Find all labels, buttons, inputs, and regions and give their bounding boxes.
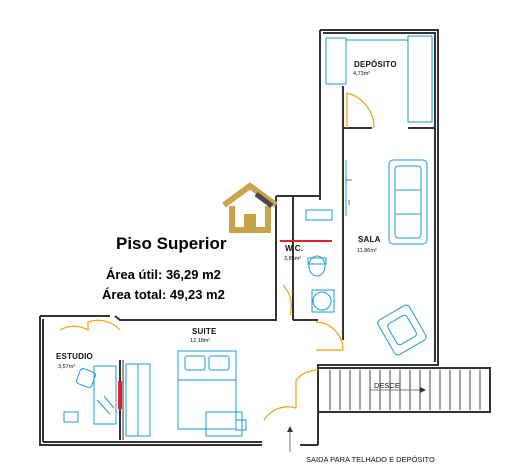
furniture <box>63 35 433 437</box>
suite-bed <box>177 350 237 430</box>
estudio-desk <box>93 365 117 425</box>
room-label-wc: W.C. <box>285 244 303 253</box>
room-area-estudio: 3,57m² <box>58 364 75 370</box>
plan-title: Piso Superior <box>116 234 227 253</box>
walls <box>39 29 491 446</box>
room-area-wc: 3,85m² <box>284 256 301 262</box>
house-logo <box>222 182 278 233</box>
door-sala <box>315 321 344 351</box>
room-label-deposito: DEPÓSITO <box>354 60 397 69</box>
door-deposito <box>346 92 375 129</box>
area-util: Área útil: 36,29 m2 <box>106 267 221 282</box>
room-area-sala: 11,86m² <box>357 248 377 254</box>
door-wc <box>282 284 293 316</box>
estudio-box <box>63 411 79 423</box>
wc-sink <box>312 291 332 311</box>
exit-arrow-head <box>287 426 293 432</box>
room-label-estudio: ESTUDIO <box>56 352 93 361</box>
stairs-label: DESCE <box>374 381 400 390</box>
deposito-shelf-left <box>325 37 347 85</box>
door-estudio <box>59 322 89 332</box>
room-area-deposito: 4,73m² <box>353 71 370 77</box>
room-label-sala: SALA <box>358 235 381 244</box>
estudio-chair <box>76 368 96 388</box>
room-area-suite: 12,18m² <box>190 338 210 344</box>
sala-sofa <box>388 159 428 245</box>
doors <box>59 92 375 421</box>
wc-shower-line <box>305 209 333 221</box>
room-label-suite: SUITE <box>192 327 217 336</box>
stairs-arrow-head <box>420 387 426 393</box>
sala-armchair <box>377 304 427 356</box>
exit-label: SAIDA PARA TELHADO E DEPÓSITO <box>306 455 435 464</box>
area-total: Área total: 49,23 m2 <box>102 287 225 302</box>
deposito-shelf-right <box>407 35 433 123</box>
wc-toilet <box>308 255 326 277</box>
door-exit <box>263 406 297 421</box>
suite-red-mark <box>118 381 122 409</box>
